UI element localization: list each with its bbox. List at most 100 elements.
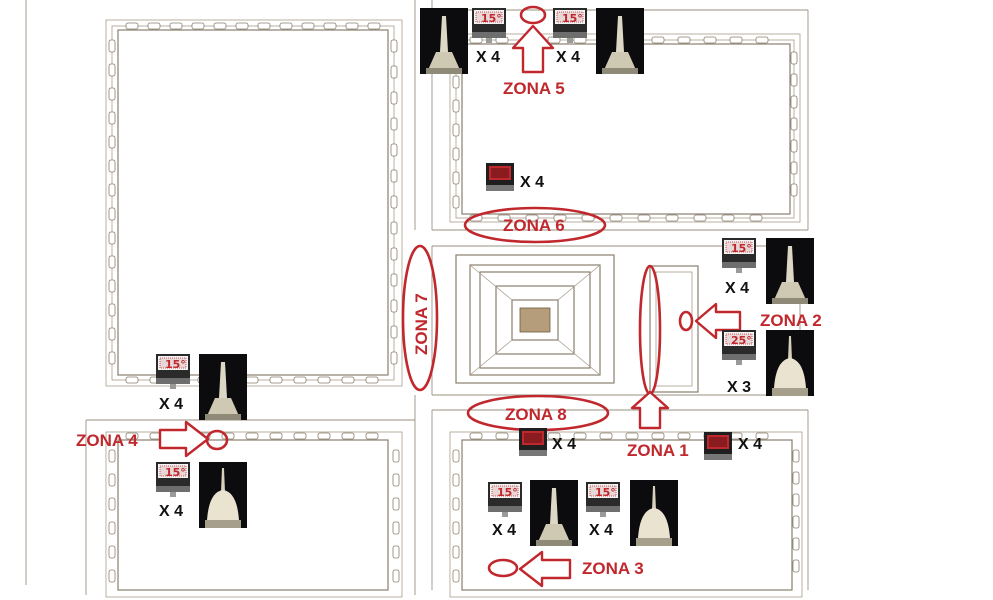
zone-labels: ZONA 5 ZONA 6 ZONA 7 ZONA 8 ZONA 1 ZONA … xyxy=(76,79,822,578)
outline-bump xyxy=(792,449,800,463)
unit-count-label: X 4 xyxy=(738,436,762,453)
outline-bump xyxy=(693,214,707,222)
outline-bump xyxy=(755,36,769,44)
outline-bump xyxy=(323,22,337,30)
outline-bump xyxy=(469,432,483,440)
light-unit: 15° X 4 xyxy=(155,353,247,420)
zona6-label: ZONA 6 xyxy=(503,216,565,235)
outline-bump xyxy=(108,303,116,317)
flood-unit: X 4 xyxy=(704,432,762,460)
outline-bump xyxy=(108,135,116,149)
outline-bump xyxy=(390,299,398,313)
outline-bump xyxy=(147,22,161,30)
outline-bump xyxy=(191,22,205,30)
floodlight-icon xyxy=(486,163,514,191)
outline-bump xyxy=(293,432,307,440)
outline-bump xyxy=(269,432,283,440)
outline-bump xyxy=(108,39,116,53)
outline-bump xyxy=(390,351,398,365)
light-unit: 25° X 3 xyxy=(721,329,814,396)
outline-bump xyxy=(790,183,798,197)
outline-bump xyxy=(755,432,769,440)
outline-bump xyxy=(125,22,139,30)
flood-unit: X 4 xyxy=(486,163,544,191)
beam-angle-label: 15° xyxy=(481,12,502,25)
zona1-label: ZONA 1 xyxy=(627,441,689,460)
outline-bump xyxy=(108,449,116,463)
outline-bump xyxy=(792,537,800,551)
beam-angle-label: 15° xyxy=(562,12,583,25)
light-unit: 15° X 4 xyxy=(721,237,814,304)
outline-bump xyxy=(497,214,511,222)
central-monument xyxy=(455,254,615,384)
outline-bump xyxy=(108,473,116,487)
outline-bump xyxy=(790,73,798,87)
light-unit: 15° X 4 xyxy=(487,480,578,546)
outline-bump xyxy=(390,39,398,53)
outline-bump xyxy=(169,22,183,30)
east-wing-building xyxy=(649,265,699,393)
beam-angle-label: 15° xyxy=(595,486,616,499)
outline-bump xyxy=(573,432,587,440)
unit-count-label: X 4 xyxy=(556,49,580,66)
outline-bump xyxy=(390,65,398,79)
outline-bump xyxy=(790,117,798,131)
outline-bump xyxy=(301,22,315,30)
outline-bump xyxy=(452,123,460,137)
outline-bump xyxy=(721,214,735,222)
outline-bump xyxy=(390,273,398,287)
outline-bump xyxy=(257,22,271,30)
outline-bump xyxy=(792,559,800,573)
zona2-label: ZONA 2 xyxy=(760,311,822,330)
outline-bump xyxy=(317,432,331,440)
outline-bump xyxy=(553,214,567,222)
tower-photo-icon xyxy=(199,354,247,420)
outline-bump xyxy=(108,111,116,125)
zona4-label: ZONA 4 xyxy=(76,431,138,450)
outline-bump xyxy=(790,139,798,153)
outline-bump xyxy=(108,351,116,365)
tower-photo-icon xyxy=(766,238,814,304)
outline-bump xyxy=(390,91,398,105)
outline-bump xyxy=(392,545,400,559)
outline-bump xyxy=(108,255,116,269)
outline-bump xyxy=(213,22,227,30)
outline-bump xyxy=(108,207,116,221)
outline-bump xyxy=(677,36,691,44)
outline-bump xyxy=(390,117,398,131)
zona3-label: ZONA 3 xyxy=(582,559,644,578)
outline-bump xyxy=(729,36,743,44)
outline-bump xyxy=(269,376,283,384)
outline-bump xyxy=(790,95,798,109)
floodlight-icon xyxy=(519,428,547,456)
dome-photo-icon xyxy=(766,330,814,396)
outline-bump xyxy=(792,515,800,529)
beam-angle-label: 15° xyxy=(165,358,186,371)
beam-angle-label: 15° xyxy=(731,242,752,255)
outline-bump xyxy=(637,214,651,222)
outline-bump xyxy=(452,99,460,113)
tower-photo-icon xyxy=(420,8,468,74)
outline-bump xyxy=(609,214,623,222)
outline-bump xyxy=(749,214,763,222)
zona7-oval xyxy=(401,244,439,392)
outline-bump xyxy=(392,521,400,535)
outline-bump xyxy=(108,231,116,245)
outline-bump xyxy=(367,22,381,30)
outline-bump xyxy=(452,497,460,511)
outline-bump xyxy=(365,376,379,384)
outline-bump xyxy=(452,75,460,89)
floodlight-icon xyxy=(704,432,732,460)
beam-angle-label: 15° xyxy=(497,486,518,499)
outline-bump xyxy=(452,195,460,209)
beam-angle-label: 25° xyxy=(731,334,752,347)
outline-bump xyxy=(365,432,379,440)
outline-bump xyxy=(341,376,355,384)
outline-bump xyxy=(108,183,116,197)
outline-bump xyxy=(651,36,665,44)
outline-bump xyxy=(108,279,116,293)
outline-bump xyxy=(108,569,116,583)
outline-bump xyxy=(392,497,400,511)
outline-bump xyxy=(452,545,460,559)
outline-bump xyxy=(390,169,398,183)
